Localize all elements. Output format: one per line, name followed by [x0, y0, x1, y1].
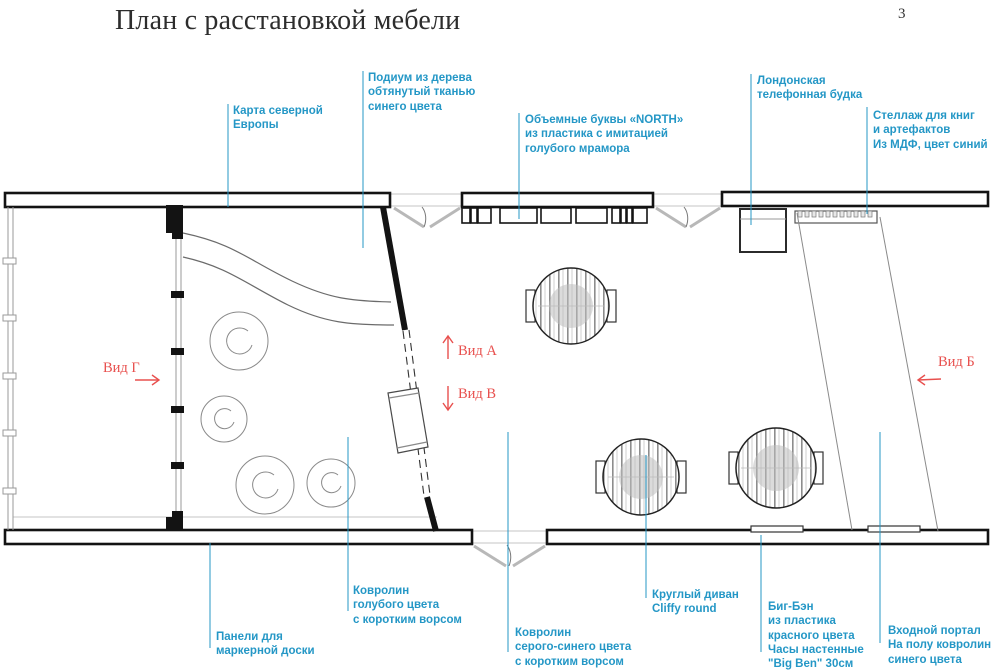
annotation-entry-portal-label: Входной портал На полу ковролин синего ц…: [888, 625, 992, 666]
annotation-phone-booth-label: Лондонская телефонная будка: [757, 75, 863, 102]
view-label-a: Вид А: [458, 343, 497, 359]
annotation-carpet-gray-label: Ковролин серого-синего цвета с коротким …: [515, 627, 632, 668]
walls: [3, 190, 990, 546]
page-title: План с расстановкой мебели: [115, 5, 461, 36]
round-sofa-3: [728, 427, 824, 509]
annotation-bookshelf-label: Стеллаж для книг и артефактов Из МДФ, цв…: [873, 110, 988, 151]
view-label-g: Вид Г: [103, 360, 140, 376]
thin-construction-lines: [13, 193, 722, 544]
phone-booth: [739, 208, 787, 253]
view-arrows: [135, 334, 942, 412]
annotation-map-label: Карта северной Европы: [233, 105, 323, 132]
view-v-arrow-icon: [442, 386, 454, 412]
slanted-bench: [387, 387, 429, 454]
view-label-v: Вид В: [458, 386, 497, 402]
bean-bag-chairs: [200, 311, 356, 515]
view-g-arrow-icon: [135, 374, 161, 386]
left-window-wall: [2, 207, 17, 530]
bookshelf: [794, 210, 878, 224]
annotation-carpet-blue-label: Ковролин голубого цвета с коротким ворсо…: [353, 585, 462, 626]
view-label-b: Вид Б: [938, 354, 975, 370]
partition-wall: [171, 233, 184, 517]
annotation-podium-label: Подиум из дерева обтянутый тканью синего…: [368, 72, 476, 113]
north-letter-blocks: [461, 207, 648, 224]
podium-curve: [182, 232, 395, 326]
page-number: 3: [898, 6, 906, 22]
view-a-arrow-icon: [442, 334, 454, 359]
round-sofa-2: [595, 438, 687, 516]
annotation-round-sofa-label: Круглый диван Cliffy round: [652, 589, 739, 616]
annotation-big-ben-label: Биг-Бэн из пластика красного цвета Часы …: [768, 601, 864, 670]
round-sofas: [525, 267, 824, 516]
annotation-marker-panels-label: Панели для маркерной доски: [216, 631, 315, 658]
view-b-arrow-icon: [916, 374, 942, 386]
annotation-leader-lines: [209, 71, 881, 652]
entry-portal: [750, 212, 939, 533]
door-swing-symbols: [393, 206, 721, 568]
annotation-north-letters-label: Объемные буквы «NORTH» из пластика с ими…: [525, 114, 684, 155]
round-sofa-1: [525, 267, 617, 345]
